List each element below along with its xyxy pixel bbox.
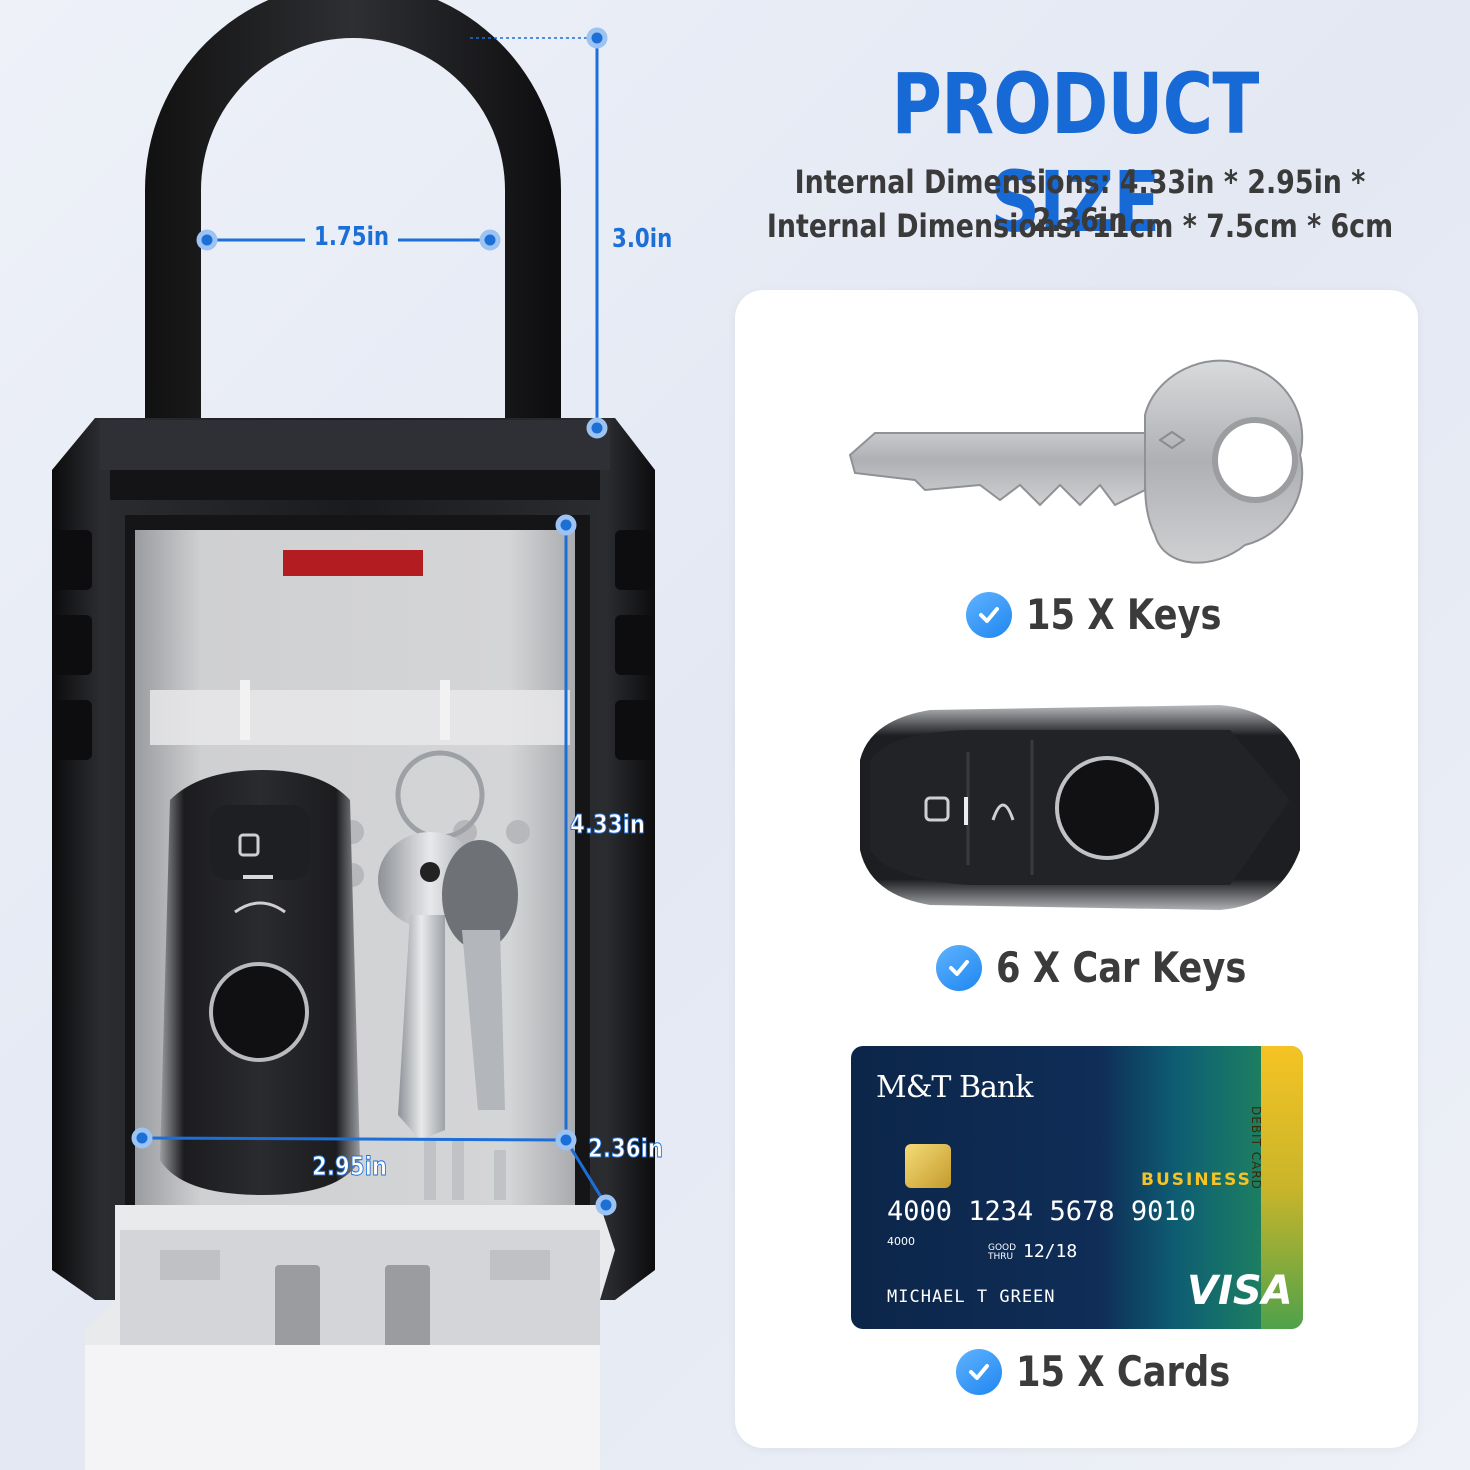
key-image (848, 359, 1304, 564)
check-icon (956, 1348, 1002, 1395)
card-number-small: 4000 (887, 1235, 915, 1248)
card-tier: BUSINESS (1141, 1170, 1252, 1190)
page-title: PRODUCT SIZE (891, 55, 1259, 251)
card-bank-name: M&T Bank (876, 1070, 1033, 1105)
capacity-item-cards: 15 X Cards (956, 1347, 1271, 1396)
capacity-label: 15 X Cards (1016, 1347, 1231, 1396)
card-holder: MICHAEL T GREEN (887, 1287, 1056, 1307)
card-good-thru-label: GOOD THRU (988, 1243, 1017, 1262)
shackle-width-label: 1.75in (314, 222, 390, 252)
card-expiry: 12/18 (1023, 1241, 1078, 1262)
shackle (145, 0, 561, 430)
dimensions-inches: Internal Dimensions: 4.33in * 2.95in * 2… (794, 163, 1366, 239)
bank-card-image: M&T Bank DEBIT CARD BUSINESS 4000 1234 5… (851, 1046, 1303, 1329)
inner-height-label: 4.33in (570, 810, 646, 841)
capacity-label: 6 X Car Keys (996, 943, 1247, 992)
lockbox-illustration (52, 0, 655, 1470)
visa-logo: VISA (1187, 1268, 1293, 1314)
car-key-image (860, 705, 1300, 910)
check-icon (966, 591, 1012, 638)
dimensions-cm: Internal Dimensions: 11cm * 7.5cm * 6cm (766, 207, 1394, 245)
chip-icon (905, 1144, 951, 1188)
capacity-label: 15 X Keys (1026, 590, 1222, 639)
inner-width-label: 2.95in (312, 1152, 388, 1183)
capacity-item-car-keys: 6 X Car Keys (936, 943, 1294, 992)
capacity-item-keys: 15 X Keys (966, 590, 1259, 639)
shackle-height-label: 3.0in (612, 224, 673, 254)
card-number: 4000 1234 5678 9010 (887, 1196, 1196, 1227)
check-icon (936, 944, 982, 991)
inner-depth-label: 2.36in (588, 1134, 664, 1165)
card-stripe (1261, 1046, 1303, 1329)
